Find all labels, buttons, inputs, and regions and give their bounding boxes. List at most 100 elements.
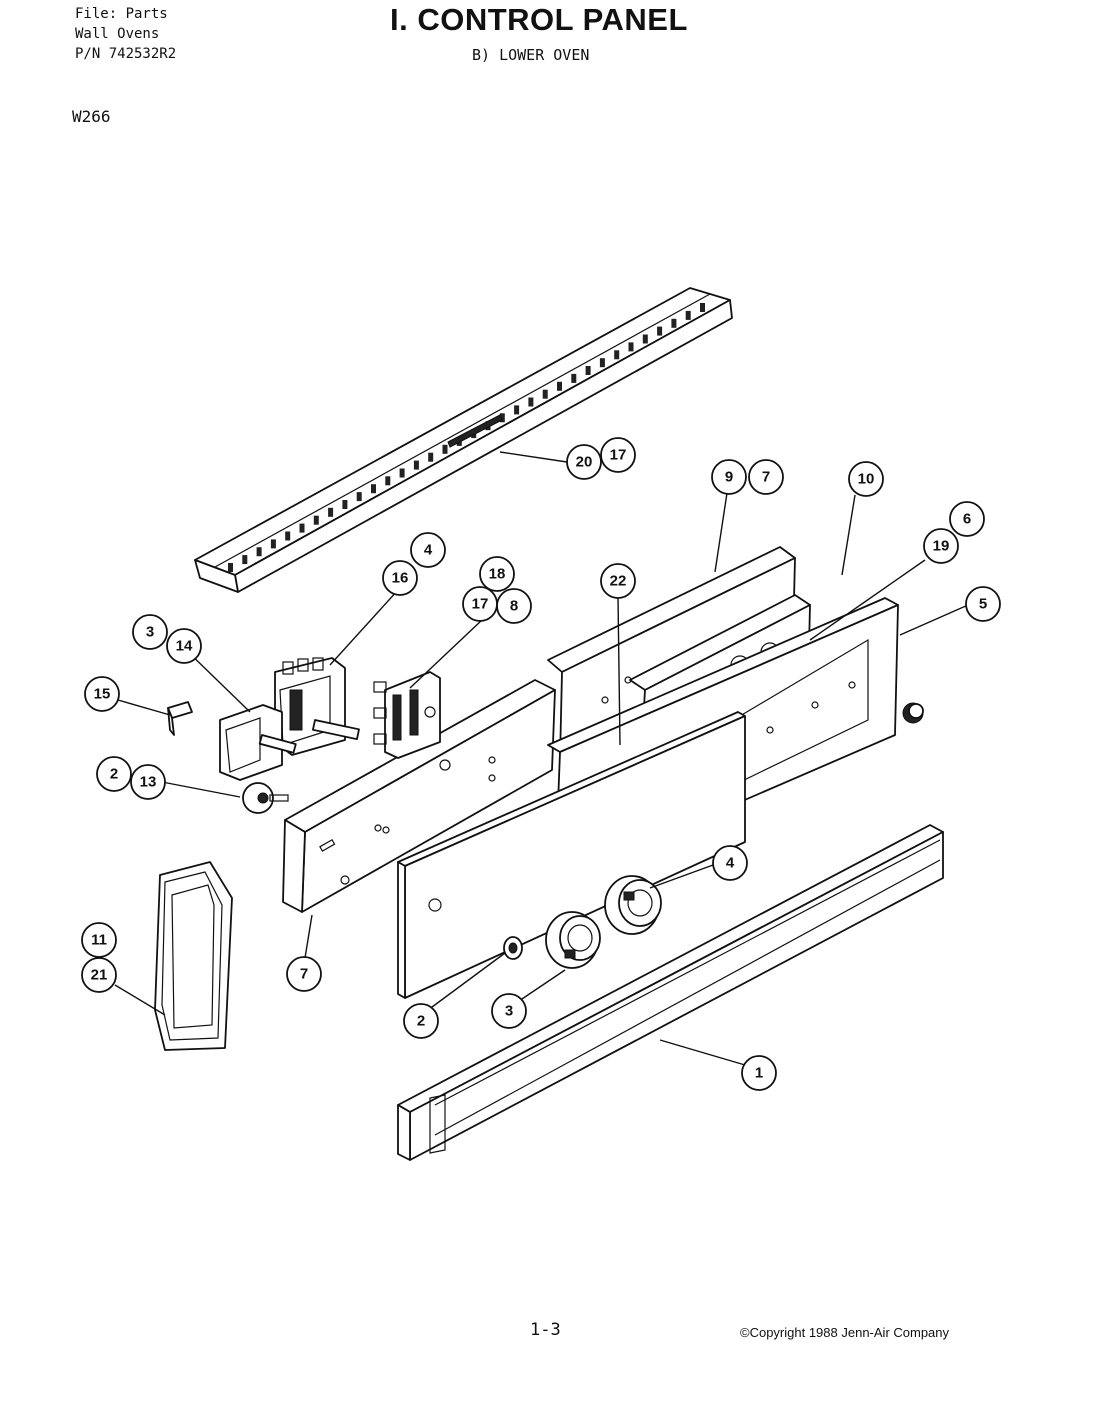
rail-slot xyxy=(442,444,448,454)
svg-text:7: 7 xyxy=(762,469,770,486)
svg-text:8: 8 xyxy=(510,598,518,615)
callout-18: 18 xyxy=(479,556,515,592)
rail-slot xyxy=(499,413,505,423)
callout-8: 8 xyxy=(496,588,532,624)
rail-slot xyxy=(385,476,391,486)
callout-7-lower: 7 xyxy=(286,956,322,992)
knob-4 xyxy=(604,875,662,935)
relay-switch xyxy=(373,671,441,759)
page-title: I. CONTROL PANEL xyxy=(390,2,688,37)
header-file-line: File: Parts xyxy=(75,6,168,22)
callout-3-upper: 3 xyxy=(132,614,168,650)
rail-slot xyxy=(657,326,663,336)
svg-text:17: 17 xyxy=(472,596,489,613)
thermostat-housing xyxy=(219,704,297,781)
svg-text:21: 21 xyxy=(91,967,108,984)
leader-lines xyxy=(114,451,969,1066)
knob-3 xyxy=(545,911,601,969)
header-part-number-line: P/N 742532R2 xyxy=(75,46,177,62)
header-category-line: Wall Ovens xyxy=(75,26,160,42)
svg-text:2: 2 xyxy=(110,766,118,783)
selector-switch xyxy=(274,657,360,756)
rail-slot xyxy=(557,381,562,391)
page-number: 1-3 xyxy=(530,1320,561,1340)
callout-4-upper: 4 xyxy=(410,532,446,568)
rail-slot xyxy=(256,547,262,557)
svg-text:10: 10 xyxy=(858,471,875,488)
callout-4-lower: 4 xyxy=(712,845,748,881)
callout-16: 16 xyxy=(382,560,418,596)
thermostat-knob xyxy=(242,782,289,814)
rail-slot xyxy=(599,358,605,368)
rail-slot xyxy=(285,531,291,541)
rail-slot xyxy=(270,539,276,549)
rail-slot xyxy=(571,373,577,383)
callout-1: 1 xyxy=(741,1055,777,1091)
svg-text:22: 22 xyxy=(610,573,627,590)
svg-text:18: 18 xyxy=(489,566,506,583)
rail-slot xyxy=(685,310,691,320)
callout-10: 10 xyxy=(848,461,884,497)
svg-text:13: 13 xyxy=(140,774,157,791)
svg-text:9: 9 xyxy=(725,469,733,486)
rail-slot xyxy=(700,303,705,312)
svg-text:14: 14 xyxy=(176,638,193,655)
rail-slot xyxy=(642,334,648,344)
small-knob xyxy=(503,936,523,960)
copyright-notice: ©Copyright 1988 Jenn-Air Company xyxy=(740,1325,950,1340)
callout-2-upper: 2 xyxy=(96,756,132,792)
rail-slot xyxy=(428,452,434,462)
svg-text:6: 6 xyxy=(963,511,971,528)
top-rail xyxy=(194,287,733,593)
mounting-clip xyxy=(167,701,193,736)
rail-slot xyxy=(356,492,362,502)
rail-slot xyxy=(299,523,305,533)
callout-9: 9 xyxy=(711,459,747,495)
right-small-knob xyxy=(902,702,924,724)
rail-slot xyxy=(342,500,348,509)
callout-22: 22 xyxy=(600,563,636,599)
svg-text:19: 19 xyxy=(933,538,950,555)
rail-slot xyxy=(528,397,534,407)
callout-14: 14 xyxy=(166,628,202,664)
rail-slot xyxy=(614,350,620,360)
rail-slot xyxy=(514,405,520,415)
callout-21: 21 xyxy=(81,957,117,993)
bottom-trim-rail xyxy=(397,824,944,1161)
callout-2-lower: 2 xyxy=(403,1003,439,1039)
svg-text:3: 3 xyxy=(505,1003,513,1020)
left-control-box xyxy=(282,679,556,913)
top-rail-slots xyxy=(228,303,705,572)
rail-slot xyxy=(542,389,548,399)
rail-slot xyxy=(585,366,591,375)
svg-text:4: 4 xyxy=(424,542,433,559)
svg-text:17: 17 xyxy=(610,447,627,464)
page-subtitle: B) LOWER OVEN xyxy=(472,46,590,64)
svg-text:3: 3 xyxy=(146,624,154,641)
callout-7-upper: 7 xyxy=(748,459,784,495)
callout-17: 17 xyxy=(462,586,498,622)
callout-12: 17 xyxy=(600,437,636,473)
callout-13: 13 xyxy=(130,764,166,800)
model-number: W266 xyxy=(72,107,111,126)
svg-text:7: 7 xyxy=(300,966,308,983)
rail-slot xyxy=(228,563,233,572)
rail-slot xyxy=(328,507,334,517)
svg-text:11: 11 xyxy=(91,932,107,949)
callout-11: 11 xyxy=(81,922,117,958)
rail-slot xyxy=(242,555,248,565)
callout-19: 19 xyxy=(923,528,959,564)
callout-20: 20 xyxy=(566,444,602,480)
rail-slot xyxy=(628,342,634,352)
svg-text:1: 1 xyxy=(755,1065,763,1082)
svg-text:20: 20 xyxy=(576,454,593,471)
lower-front-panel xyxy=(397,711,746,999)
svg-text:4: 4 xyxy=(726,855,735,872)
callouts: 20 17 9 7 10 6 19 5 4 16 18 17 8 22 3 14… xyxy=(81,437,1001,1091)
callout-5: 5 xyxy=(965,586,1001,622)
callout-6: 6 xyxy=(949,501,985,537)
display-lens-cover xyxy=(154,861,233,1051)
rail-slot xyxy=(371,484,376,494)
svg-text:5: 5 xyxy=(979,596,987,613)
